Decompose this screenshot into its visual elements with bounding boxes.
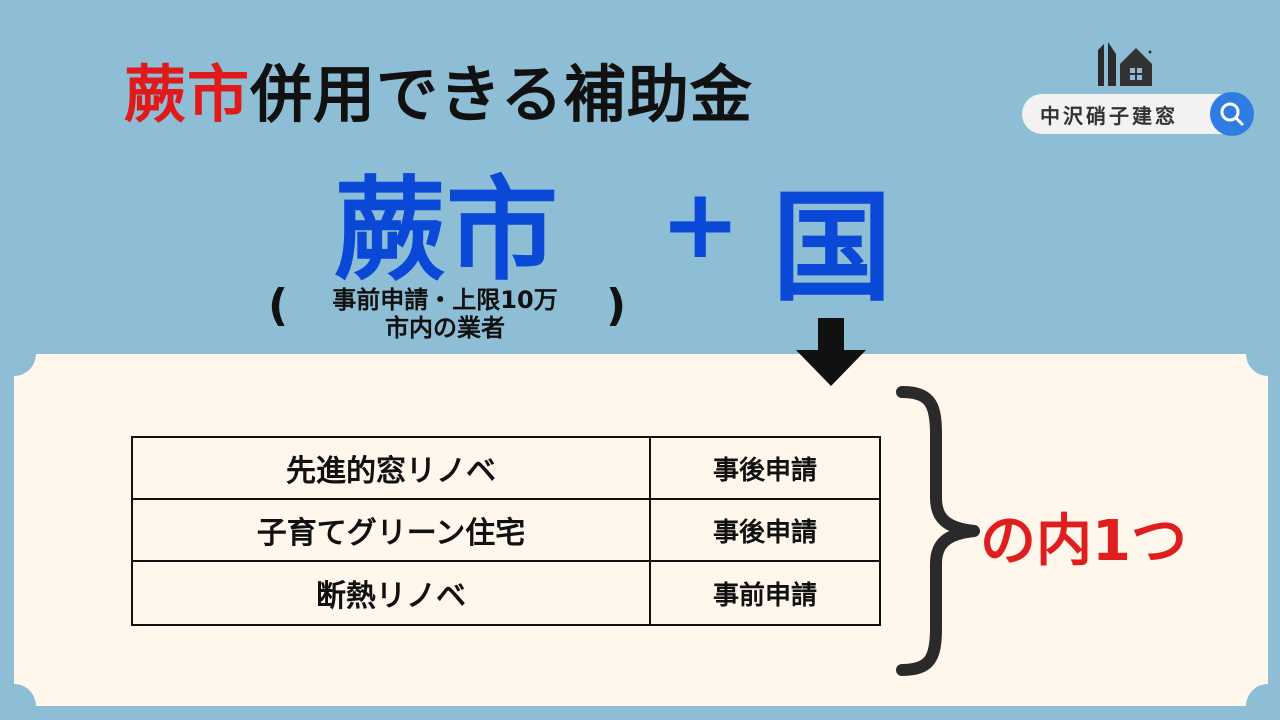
title-rest: 併用できる補助金 (250, 58, 753, 131)
title-city: 蕨市 (124, 58, 251, 131)
plus-sign: + (660, 168, 741, 280)
application-timing: 事後申請 (712, 455, 817, 486)
table-row: 先進的窓リノベ 事後申請 (133, 438, 879, 500)
paren-open: ( (268, 280, 289, 331)
table-row: 断熱リノベ 事前申請 (133, 562, 879, 624)
application-timing: 事前申請 (712, 580, 817, 611)
curly-brace-icon (896, 386, 980, 676)
brand-search-bar[interactable]: 中沢硝子建窓 (1022, 92, 1254, 136)
subsidy-name: 先進的窓リノベ (133, 438, 651, 498)
application-timing: 事後申請 (712, 517, 817, 548)
brand-name: 中沢硝子建窓 (1040, 104, 1178, 128)
house-logo-icon (1098, 42, 1152, 86)
paren-close: ) (606, 280, 627, 331)
subsidy-name: 子育てグリーン住宅 (133, 500, 651, 560)
city-note: 事前申請・上限10万 市内の業者 (300, 286, 590, 342)
city-note-line2: 市内の業者 (385, 314, 505, 342)
table-row: 子育てグリーン住宅 事後申請 (133, 500, 879, 562)
subsidy-table: 先進的窓リノベ 事後申請 子育てグリーン住宅 事後申請 断熱リノベ 事前申請 (131, 436, 881, 626)
arrow-down-icon (796, 318, 866, 386)
subsidy-name: 断熱リノベ (133, 562, 651, 624)
page-title: 蕨市併用できる補助金 (124, 44, 753, 134)
search-icon[interactable] (1210, 92, 1254, 136)
city-note-line1: 事前申請・上限10万 (332, 286, 558, 314)
choose-one-label: の内1つ (980, 509, 1187, 574)
city-label: 蕨市 (334, 166, 558, 296)
nation-label: 国 (772, 179, 892, 318)
